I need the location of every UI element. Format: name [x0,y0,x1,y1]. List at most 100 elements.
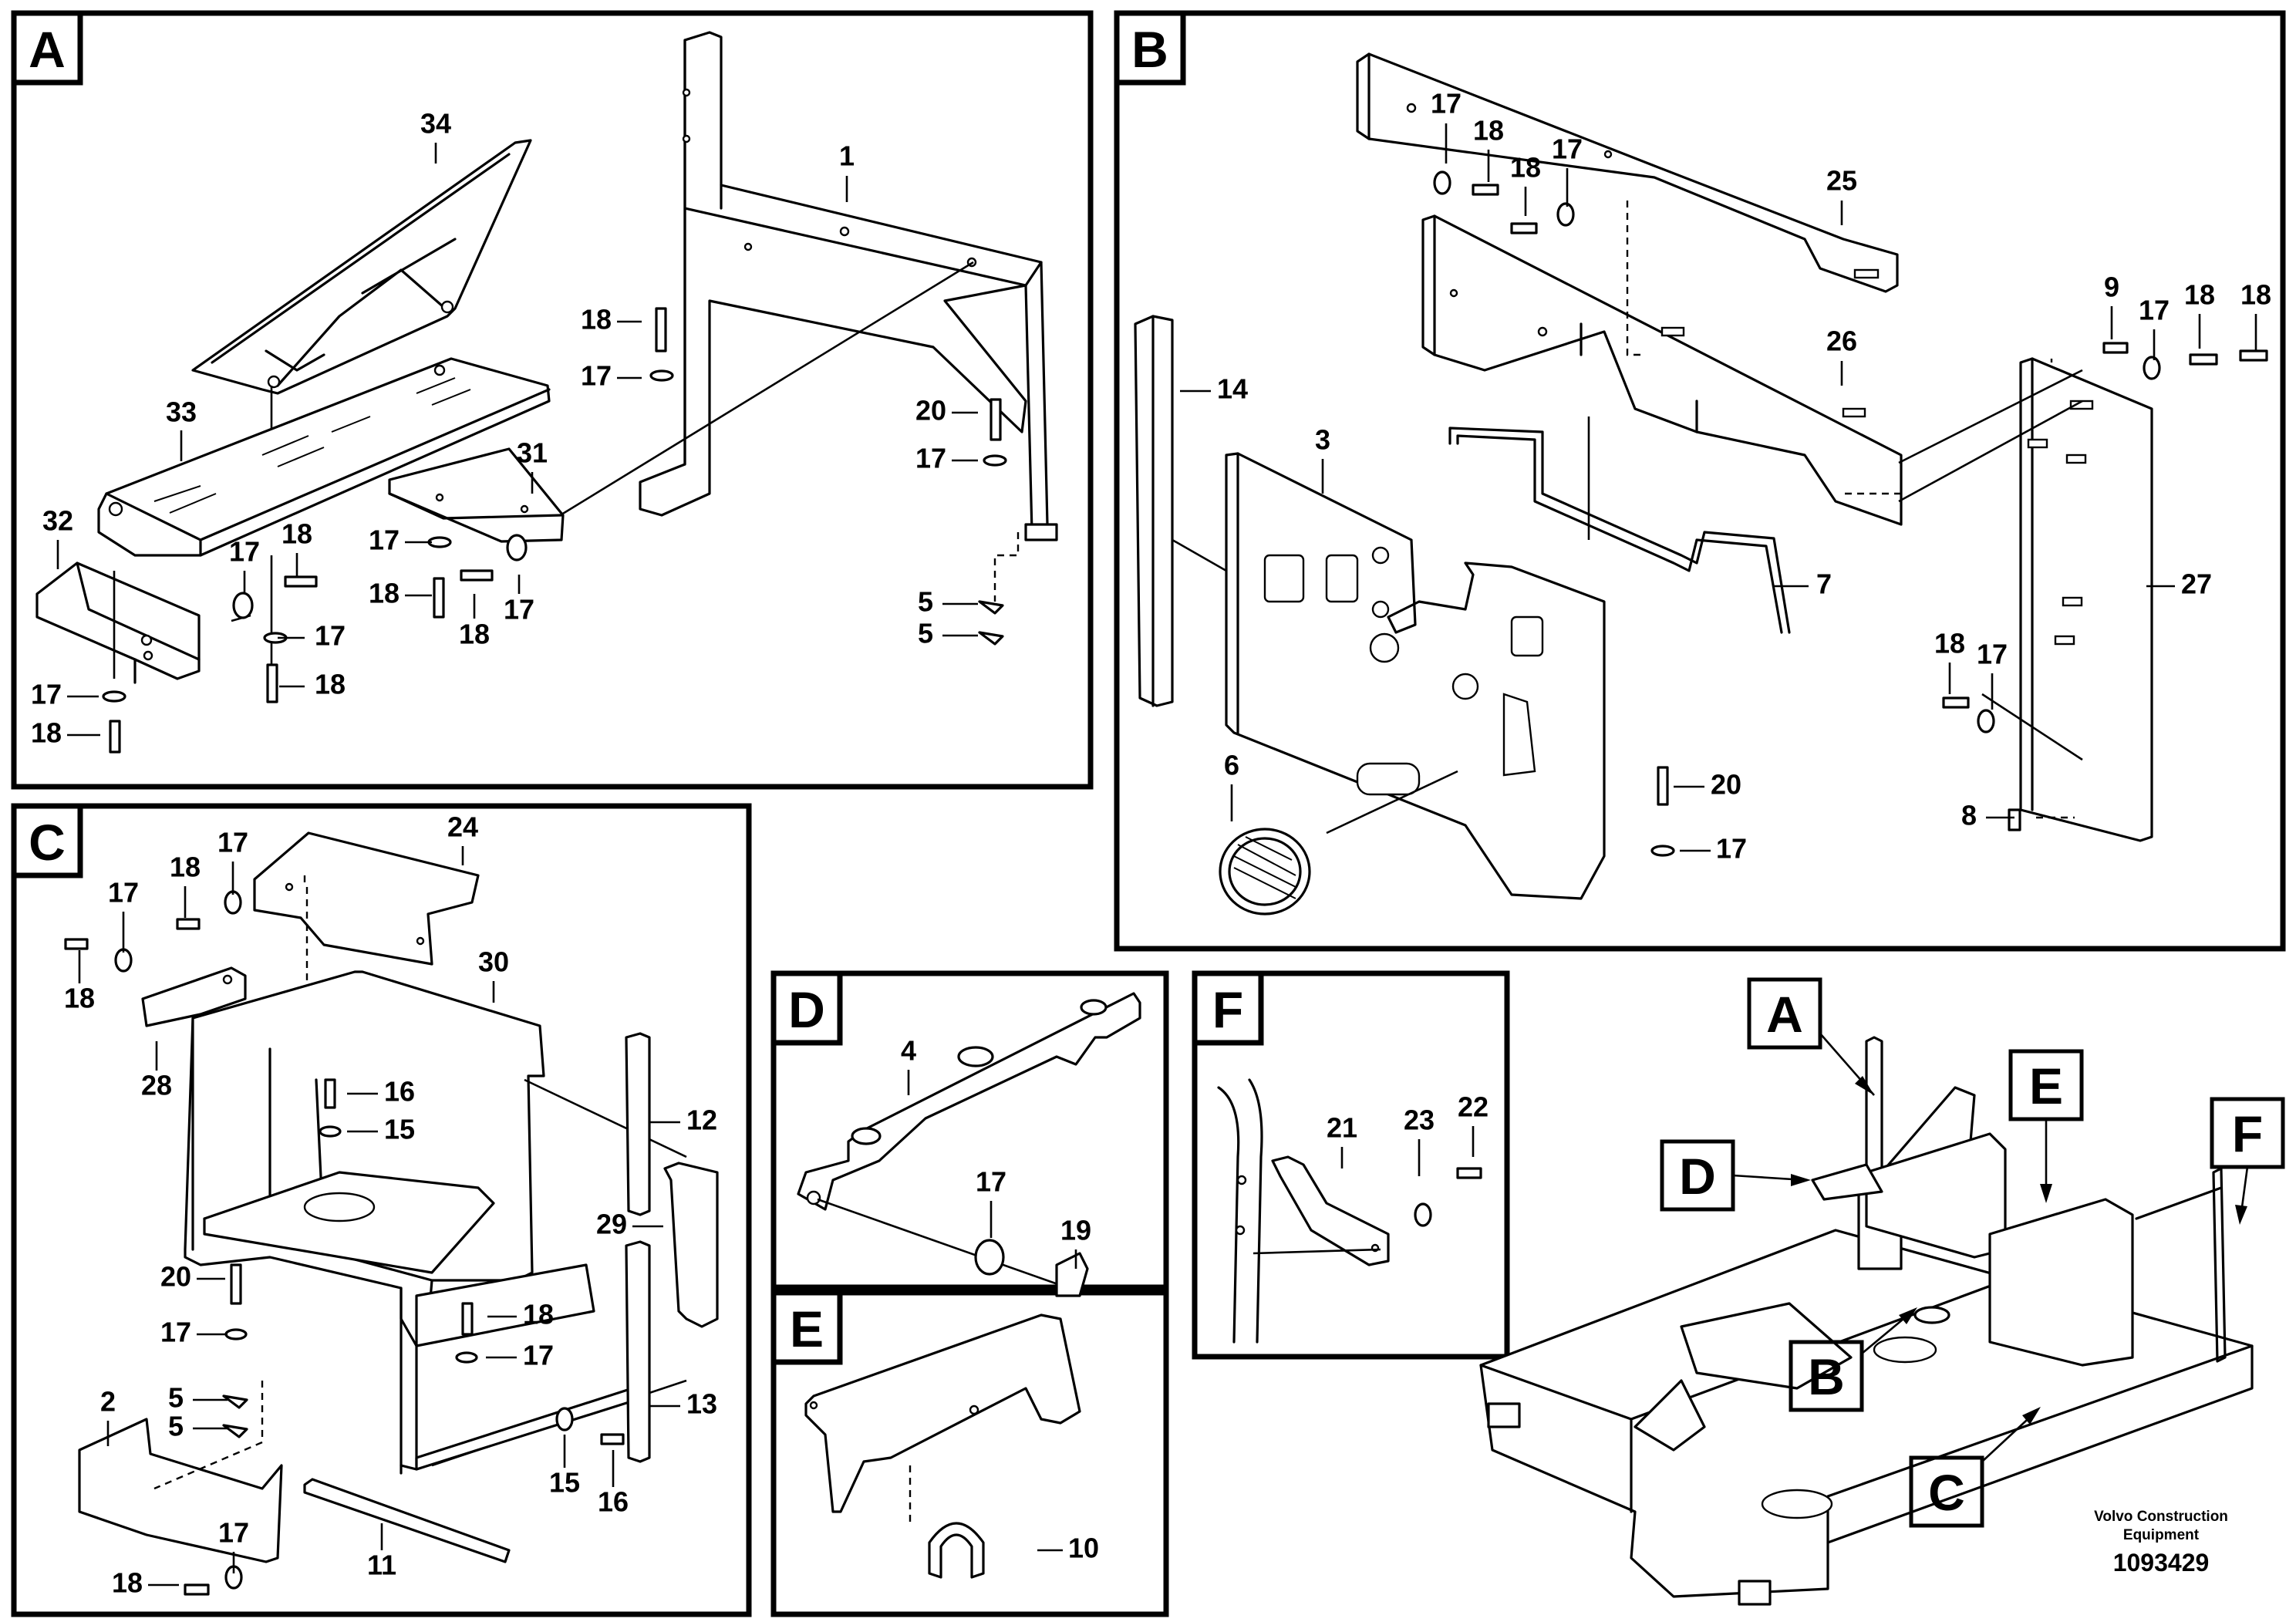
callout-b17b: 17 [1552,133,1583,207]
callout-f21: 21 [1327,1112,1357,1168]
part-number-label: 17 [2139,295,2170,326]
callout-b18e: 18 [1934,628,1965,694]
part-number-label: 29 [596,1209,627,1240]
part-number-label: 7 [1816,568,1832,600]
part-number-label: 12 [686,1104,717,1136]
callout-a1: 1 [839,140,855,202]
panel-b-frame [1114,10,2286,952]
part-number-label: 17 [160,1317,191,1348]
overview-tag-e: E [2008,1049,2084,1203]
panel-tag-e: E [770,1290,843,1365]
part-number-label: 18 [170,851,201,883]
part-number-label: 18 [1510,152,1541,184]
svg-text:A: A [1766,986,1803,1043]
svg-text:D: D [788,981,825,1038]
part-number-label: 25 [1826,165,1857,197]
panel-f-frame [1192,970,1510,1360]
callout-c17b: 17 [108,877,139,953]
callout-b27: 27 [2146,568,2212,600]
svg-text:D: D [1679,1148,1716,1205]
part-number-label: 20 [160,1261,191,1293]
callout-a18c: 18 [369,578,432,609]
callout-a17d: 17 [369,524,432,556]
callout-a32: 32 [42,505,73,569]
callout-d19: 19 [1060,1215,1091,1269]
part-number-label: 20 [1711,769,1741,801]
callout-a5a: 5 [918,586,978,618]
part-34-console [191,139,532,395]
part-6-grille [1219,828,1311,916]
svg-text:F: F [1212,981,1243,1038]
part-number-label: 23 [1404,1104,1435,1136]
brand-line-1: Volvo Construction [2094,1509,2228,1525]
part-12-strip [625,1032,651,1216]
panel-c-frame [11,803,752,1617]
panel-tag-b: B [1114,10,1186,86]
callout-c11: 11 [367,1523,396,1581]
callout-b26: 26 [1826,325,1857,386]
callout-c17d: 17 [486,1340,554,1371]
part-number-label: 33 [166,396,197,428]
part-number-label: 17 [218,1517,249,1549]
svg-text:C: C [1928,1464,1965,1521]
callout-c30: 30 [478,946,509,1003]
part-number-label: 18 [2240,279,2271,311]
part-number-label: 17 [1552,133,1583,165]
callout-b3: 3 [1315,424,1330,494]
part-10-clip [928,1522,985,1579]
callout-c24: 24 [447,811,478,865]
f-post [1217,1078,1263,1344]
part-number-label: 15 [549,1467,580,1499]
overview-tag-a: A [1747,977,1875,1096]
callout-a5b: 5 [918,618,978,649]
callout-a18e: 18 [279,669,346,700]
part-number-label: 17 [229,536,260,568]
part-number-label: 15 [384,1114,415,1145]
part-number-label: 18 [31,717,62,749]
part-number-label: 18 [581,304,612,336]
part-number-label: 18 [459,619,490,650]
machine-overview [1479,1036,2254,1606]
svg-text:B: B [1808,1348,1845,1405]
part-number-label: 21 [1327,1112,1357,1144]
part-number-label: 5 [918,618,933,649]
callout-d4: 4 [901,1035,916,1095]
part-number-label: 17 [369,524,400,556]
part-number-label: 31 [517,437,548,469]
part-e-cover [804,1313,1081,1513]
callout-c17c: 17 [160,1317,228,1348]
callout-c2: 2 [100,1386,116,1446]
callout-f23: 23 [1404,1104,1435,1176]
callout-c12: 12 [649,1104,717,1136]
svg-text:C: C [29,814,66,871]
callout-b17e: 17 [1680,833,1747,865]
part-2-cover [78,1418,283,1563]
part-number-label: 30 [478,946,509,978]
part-number-label: 5 [918,586,933,618]
part-number-label: 9 [2104,271,2119,303]
part-4-bracket [797,992,1141,1211]
part-number-label: 17 [976,1166,1006,1198]
part-number-label: 18 [64,983,95,1014]
callout-b9: 9 [2104,271,2119,339]
part-3-panel [1225,452,1606,900]
callout-a17e: 17 [504,575,534,626]
part-number-label: 34 [420,108,451,140]
part-number-label: 16 [598,1486,629,1518]
panel-e-frame [770,1290,1169,1617]
part-32-bracket [35,561,201,680]
a-fasteners [102,307,1020,754]
part-number-label: 20 [915,395,946,427]
panel-a-drawing [35,31,1058,754]
svg-text:A: A [29,21,66,78]
part-number-label: 4 [901,1035,916,1067]
callout-c15b: 15 [549,1435,580,1499]
part-number-label: 13 [686,1388,717,1420]
part-11-strip [303,1478,511,1563]
svg-text:E: E [790,1300,824,1357]
part-number-label: 17 [217,827,248,858]
callout-c18b: 18 [64,950,95,1014]
part-number-label: 17 [504,594,534,626]
part-number-label: 17 [108,877,139,909]
